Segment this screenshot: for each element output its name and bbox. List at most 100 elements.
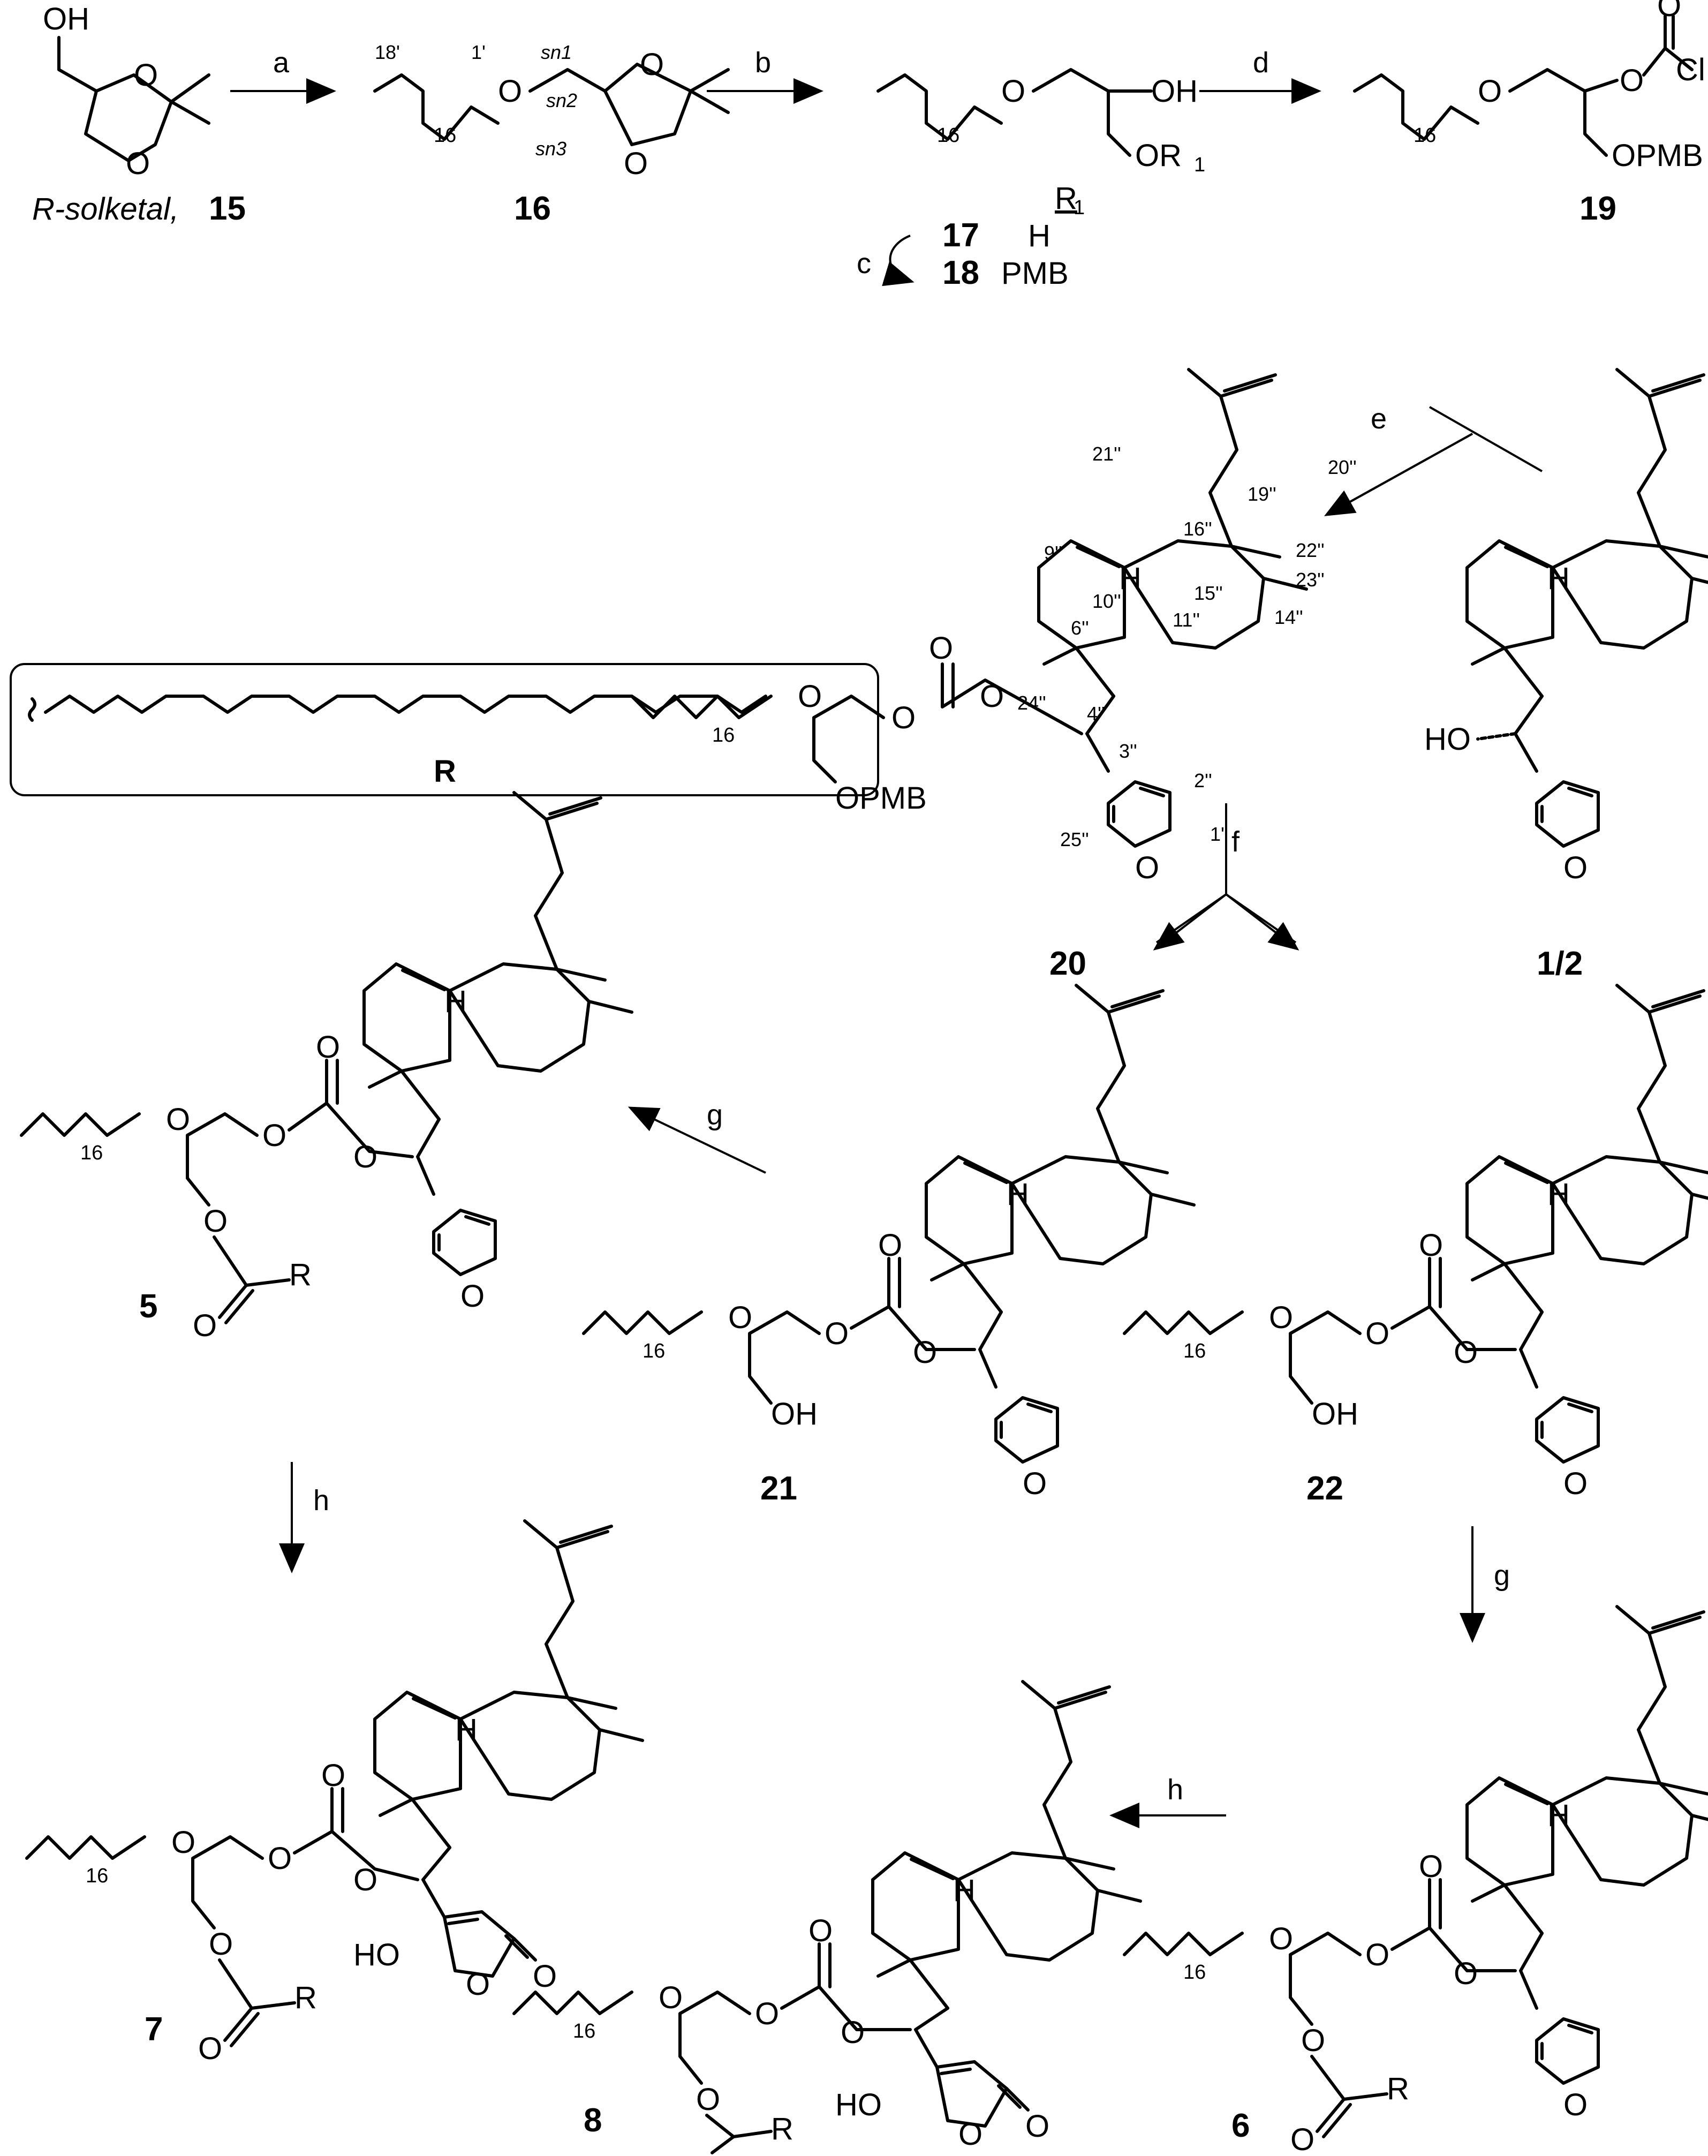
numbering-label: 24'' bbox=[1017, 692, 1046, 714]
atom-label: O bbox=[929, 631, 953, 666]
atom-label: H bbox=[1547, 1798, 1570, 1833]
chain-subscript: 16 bbox=[712, 724, 735, 747]
atom-label: O bbox=[353, 1140, 377, 1174]
numbering-label: 14'' bbox=[1274, 606, 1303, 628]
numbering-label: 15'' bbox=[1194, 582, 1223, 604]
numbering-label: 20'' bbox=[1328, 456, 1357, 478]
compound-label: 15 bbox=[209, 190, 246, 227]
compound-label: 16 bbox=[514, 190, 551, 227]
atom-label: O bbox=[171, 1825, 195, 1860]
r1-value: PMB bbox=[1001, 256, 1069, 291]
atom-label: O bbox=[466, 1967, 490, 2002]
reaction-arrow bbox=[628, 1106, 766, 1174]
numbering-label: 25'' bbox=[1060, 828, 1089, 850]
numbering-label: 4'' bbox=[1087, 703, 1105, 725]
atom-label: H bbox=[1119, 561, 1142, 596]
atom-label: H bbox=[444, 984, 467, 1019]
atom-label: H bbox=[455, 1713, 478, 1747]
r-group-label: R bbox=[434, 754, 456, 789]
atom-label: H bbox=[1547, 1177, 1570, 1212]
atom-label: H bbox=[1007, 1177, 1029, 1212]
compound-5: O H O O O O 16 O O R 5 bbox=[20, 793, 632, 1343]
atom-label: O bbox=[1025, 2109, 1049, 2144]
reagent-label: h bbox=[313, 1484, 329, 1517]
compound-label: 20 bbox=[1049, 945, 1086, 982]
atom-label: O bbox=[193, 1308, 217, 1343]
atom-label: Cl bbox=[1676, 52, 1705, 87]
atom-label: O bbox=[878, 1228, 902, 1263]
numbering-label: sn2 bbox=[546, 89, 577, 111]
compound-22: O H O O O O 16 OH 22 bbox=[1123, 985, 1708, 1507]
chain-subscript: 16 bbox=[1414, 124, 1436, 147]
atom-label: O bbox=[209, 1927, 233, 1962]
compound-17-18: 16 O OH OR 1 R 1 17 H 18 PMB c bbox=[857, 68, 1205, 291]
numbering-label: sn1 bbox=[541, 41, 572, 63]
compound-label: 7 bbox=[145, 2011, 163, 2048]
chain-subscript: 16 bbox=[434, 124, 456, 147]
chain-subscript: 16 bbox=[643, 1340, 665, 1362]
atom-label: O bbox=[1478, 74, 1502, 109]
atom-label: OPMB bbox=[1612, 138, 1703, 173]
reagent-label: g bbox=[707, 1099, 723, 1131]
compound-label: 6 bbox=[1231, 2107, 1250, 2144]
atom-label: OH bbox=[43, 2, 89, 36]
atom-label: R bbox=[294, 1980, 317, 2015]
numbering-label: 22'' bbox=[1296, 539, 1325, 561]
atom-label: R bbox=[1387, 2071, 1409, 2106]
atom-label: O bbox=[640, 47, 664, 82]
atom-label: O bbox=[1419, 1228, 1443, 1263]
atom-label: O bbox=[728, 1300, 752, 1335]
atom-label: O bbox=[1023, 1466, 1047, 1501]
atom-label: O bbox=[798, 679, 822, 714]
compound-20: O H O O O O 16 OPMB 21'' 20'' 19'' 16'' … bbox=[630, 370, 1357, 982]
numbering-label: 6'' bbox=[1071, 617, 1089, 639]
reagent-label: h bbox=[1167, 1774, 1183, 1806]
numbering-label: 16'' bbox=[1183, 518, 1212, 540]
compound-label: 1/2 bbox=[1537, 945, 1583, 982]
atom-label: O bbox=[1365, 1316, 1389, 1351]
compound-label: 22 bbox=[1306, 1470, 1343, 1507]
reagent-label: g bbox=[1494, 1559, 1510, 1592]
reagent-label: d bbox=[1253, 47, 1269, 79]
atom-label: O bbox=[1365, 1938, 1389, 1972]
atom-label: O bbox=[262, 1118, 286, 1153]
compound-6: O H O O O O 16 O O R 6 bbox=[1123, 1607, 1708, 2156]
numbering-label: sn3 bbox=[535, 138, 566, 160]
atom-label: O bbox=[533, 1959, 557, 1994]
atom-label: O bbox=[808, 1913, 833, 1948]
compound-label: 18 bbox=[942, 254, 979, 291]
atom-label: OR bbox=[1135, 138, 1182, 173]
atom-label: O bbox=[841, 2015, 865, 2050]
chain-subscript: 16 bbox=[80, 1142, 103, 1164]
atom-label: H bbox=[953, 1873, 976, 1908]
chain-subscript: 16 bbox=[937, 124, 959, 147]
compound-label: 21 bbox=[760, 1470, 797, 1507]
reaction-arrow bbox=[1155, 803, 1297, 944]
numbering-label: 19'' bbox=[1248, 483, 1276, 505]
atom-label: O bbox=[126, 146, 150, 181]
atom-label: HO bbox=[835, 2087, 882, 2122]
reagent-label: b bbox=[755, 47, 771, 79]
compound-16: 18' 1' 16 O O O sn1 sn2 sn3 16 bbox=[373, 41, 730, 227]
atom-label: O bbox=[1269, 1300, 1293, 1335]
compound-1-2: O H HO 1/2 bbox=[1424, 370, 1708, 982]
reaction-arrow bbox=[1327, 406, 1543, 515]
r1-value: H bbox=[1028, 218, 1051, 253]
numbering-label: 2'' bbox=[1194, 770, 1212, 791]
atom-label: O bbox=[203, 1204, 228, 1239]
reagent-label: a bbox=[273, 47, 290, 79]
atom-label: O bbox=[198, 2031, 222, 2066]
atom-label: R bbox=[289, 1257, 312, 1292]
atom-label: O bbox=[1620, 63, 1644, 98]
numbering-label: 18' bbox=[375, 41, 400, 63]
atom-label: HO bbox=[353, 1938, 400, 1972]
chain-subscript: 16 bbox=[86, 1865, 108, 1887]
atom-label: O bbox=[659, 1980, 683, 2015]
compound-8: O O HO H O O O O 16 O R 8 bbox=[512, 1682, 1140, 2154]
atom-label: O bbox=[498, 74, 522, 109]
numbering-label: 3'' bbox=[1119, 740, 1137, 762]
numbering-label: 9'' bbox=[1044, 542, 1062, 564]
atom-label: H bbox=[1547, 561, 1570, 596]
atom-label: OPMB bbox=[835, 781, 927, 816]
atom-label: O bbox=[1290, 2122, 1314, 2156]
